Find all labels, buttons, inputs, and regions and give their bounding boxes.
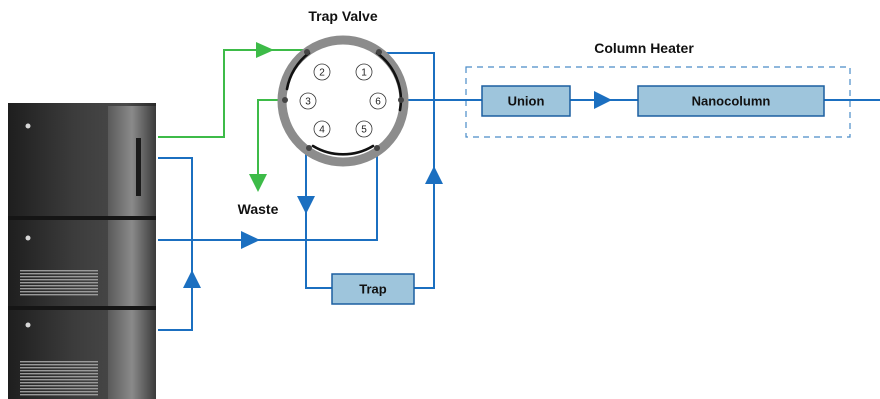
valve-groove (311, 144, 375, 156)
vent-slat (20, 276, 98, 278)
vent-grille (20, 270, 98, 296)
column-heater-label: Column Heater (594, 40, 694, 56)
fitting-dot-icon (282, 97, 288, 103)
valve-port-6: 6 (369, 92, 387, 110)
valve-fittings (282, 49, 404, 151)
valve-port-2: 2 (313, 63, 331, 81)
vent-slat (20, 370, 98, 372)
vent-slat (20, 361, 98, 363)
port-number: 4 (319, 125, 325, 136)
vent-slat (20, 291, 98, 293)
vent-slat (20, 376, 98, 378)
fitting-dot-icon (376, 49, 382, 55)
vent-slat (20, 367, 98, 369)
column-heater-enclosure (465, 66, 851, 138)
instrument-side-panel-middle (108, 220, 156, 306)
arrow-up-icon (183, 270, 201, 288)
valve-port-1: 1 (355, 63, 373, 81)
vent-slat (20, 394, 98, 396)
valve-port-5: 5 (355, 120, 373, 138)
vent-slat (20, 270, 98, 272)
valve-port-4: 4 (313, 120, 331, 138)
nanocolumn-box (637, 85, 825, 117)
trap-box (331, 273, 415, 305)
fitting-dot-icon (398, 97, 404, 103)
vent-slat (20, 388, 98, 390)
module-divider (8, 216, 156, 220)
vent-slat (20, 373, 98, 375)
fitting-dot-icon (304, 49, 310, 55)
arrow-down-icon (297, 196, 315, 214)
vent-slat (20, 288, 98, 290)
instrument-side-panel-top (108, 106, 156, 216)
lc-instrument-stack (8, 103, 156, 399)
vent-slat (20, 273, 98, 275)
loading-pump-line (158, 150, 378, 241)
port-number: 6 (375, 97, 381, 108)
valve-grooves (285, 51, 403, 156)
fitting-dot-icon (374, 145, 380, 151)
waste-label: Waste (238, 201, 279, 217)
port-number: 3 (305, 97, 311, 108)
trap-label: Trap (359, 282, 387, 297)
port-number: 5 (361, 125, 367, 136)
arrow-right-icon (594, 91, 612, 109)
status-light-icon (25, 235, 31, 241)
arrow-right-icon (256, 42, 274, 58)
port-number: 2 (319, 68, 325, 79)
valve-groove (285, 51, 311, 91)
status-light-icon (25, 322, 31, 328)
arrow-down-icon (249, 174, 267, 192)
vent-slat (20, 379, 98, 381)
nanocolumn-label: Nanocolumn (692, 94, 771, 109)
waste-line (257, 99, 283, 178)
vent-slat (20, 294, 98, 296)
vent-slat (20, 391, 98, 393)
vent-grille (20, 361, 98, 396)
vent-slat (20, 385, 98, 387)
instrument-handle (136, 138, 141, 196)
valve-port-3: 3 (299, 92, 317, 110)
vent-slat (20, 279, 98, 281)
union-label: Union (508, 94, 545, 109)
module-divider (8, 306, 156, 310)
vent-slat (20, 282, 98, 284)
arrow-right-icon (241, 231, 260, 249)
union-box (481, 85, 571, 117)
gradient-pump-line (158, 157, 193, 331)
trap-inlet-line (305, 150, 332, 289)
arrow-up-icon (425, 166, 443, 184)
vent-slat (20, 364, 98, 366)
trap-valve-label: Trap Valve (308, 8, 377, 24)
trap-valve: 1 2 3 4 5 6 (277, 35, 409, 167)
instrument-side-panel-bottom (108, 310, 156, 399)
status-light-icon (25, 123, 31, 129)
fitting-dot-icon (306, 145, 312, 151)
vent-slat (20, 382, 98, 384)
vent-slat (20, 285, 98, 287)
valve-groove (375, 51, 403, 112)
port-number: 1 (361, 68, 367, 79)
